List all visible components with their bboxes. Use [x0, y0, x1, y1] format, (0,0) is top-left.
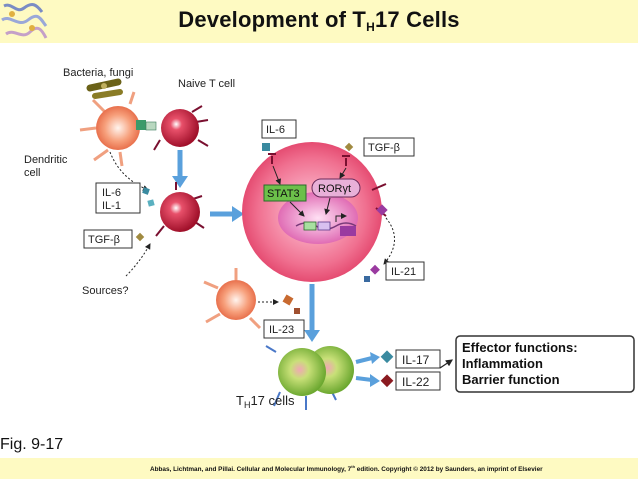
credit-b: edition. Copyright © 2012 by Saunders, a…: [355, 466, 543, 474]
cytokine-square-2: [147, 199, 155, 207]
title-banner: [0, 0, 638, 43]
effector-barrier: Barrier function: [462, 372, 560, 387]
tgfb-signal-arrow: [339, 167, 347, 179]
gene-promoter: [295, 213, 357, 236]
credit-text: Abbas, Lichtman, and Pillai. Cellular an…: [150, 464, 638, 473]
cytokine-square-1: [142, 187, 150, 195]
stat3-to-gene-arrow: [289, 201, 305, 217]
il6-receptor: [268, 153, 276, 164]
effector-box: [455, 335, 635, 393]
effector-inflammation: Inflammation: [462, 356, 543, 371]
il6-il1-box: [95, 182, 141, 214]
il22-box: [395, 371, 441, 391]
il6-top-box: [261, 119, 297, 139]
il22-label: IL-22: [402, 375, 430, 389]
il23-box: [263, 319, 305, 339]
credit-banner: [0, 458, 638, 479]
dendritic-cell-bottom: [203, 268, 262, 330]
il1-label: IL-1: [102, 200, 121, 212]
il21-square-2: [364, 276, 370, 282]
stat3-box: [263, 184, 307, 202]
page-title: Development of TH17 Cells: [0, 7, 638, 34]
il23-square-1: [282, 294, 294, 306]
th17-t: T: [236, 393, 244, 408]
blue-arrow-right: [210, 206, 244, 222]
th17-cells: [265, 345, 354, 410]
dendritic-cell-top: [79, 91, 157, 167]
bacteria-icon: [86, 78, 123, 99]
il17-label: IL-17: [402, 353, 430, 367]
il6-top-label: IL-6: [266, 124, 285, 136]
title-main: Development of T: [178, 7, 367, 32]
rorgt-label: RORγt: [318, 183, 351, 195]
effector-title: Effector functions:: [462, 340, 578, 355]
il6-top-square: [262, 143, 270, 151]
naive-t-cell-label: Naive T cell: [178, 78, 235, 90]
il17-box: [395, 349, 441, 369]
sources-label: Sources?: [82, 285, 128, 297]
il17-marker: [380, 350, 394, 364]
dendritic-cell-label-2: cell: [24, 167, 41, 179]
il6-signal-arrow: [272, 165, 281, 185]
tgfb-left-box: [83, 229, 133, 249]
th17-rest: 17 cells: [250, 393, 295, 408]
il21-receptor-square: [376, 204, 388, 216]
il21-label: IL-21: [391, 266, 416, 278]
activating-t-cell: [155, 182, 205, 237]
il21-dotted-arrow: [383, 217, 395, 265]
th17-cells-label: TH17 cells: [236, 393, 295, 410]
il23-square-2: [294, 308, 300, 314]
il23-label: IL-23: [269, 324, 294, 336]
il21-box: [385, 261, 425, 281]
tgfb-top-label: TGF-β: [368, 142, 400, 154]
th17-h: H: [244, 400, 251, 410]
dotted-arrow-dc: [109, 151, 149, 191]
figure-label: Fig. 9-17: [0, 436, 64, 453]
credit-sup: th: [351, 464, 356, 469]
rorgt-to-gene-arrow: [324, 197, 331, 215]
title-rest: 17 Cells: [374, 7, 460, 32]
blue-arrow-down-2: [304, 284, 320, 342]
tgfb-left-label: TGF-β: [88, 234, 120, 246]
naive-t-cell: [153, 105, 209, 151]
bacteria-label: Bacteria, fungi: [63, 67, 133, 79]
th17-diagram: Bacteria, fungi Naive T cell Dendritic c…: [24, 67, 635, 410]
dotted-arrow-sources: [125, 243, 151, 277]
title-subscript: H: [366, 20, 375, 34]
il21-square-1: [370, 264, 380, 275]
blue-arrow-down-1: [172, 150, 188, 188]
logo-image: [1, 3, 48, 39]
tgfb-receptor: [342, 155, 350, 166]
dendritic-cell-label-1: Dendritic: [24, 154, 68, 166]
blue-arrow-il17: [355, 352, 380, 364]
blue-arrow-il22: [355, 374, 380, 387]
tgfb-top-square: [344, 142, 354, 152]
credit-a: Abbas, Lichtman, and Pillai. Cellular an…: [150, 466, 352, 474]
stat3-label: STAT3: [267, 188, 300, 200]
differentiating-cell: [242, 142, 387, 282]
tgfb-square-left: [135, 232, 145, 242]
il22-marker: [380, 374, 394, 388]
effector-arrow: [439, 359, 453, 369]
rorgt-box: [311, 178, 361, 198]
il6-left-label: IL-6: [102, 187, 121, 199]
tgfb-top-box: [363, 137, 415, 157]
